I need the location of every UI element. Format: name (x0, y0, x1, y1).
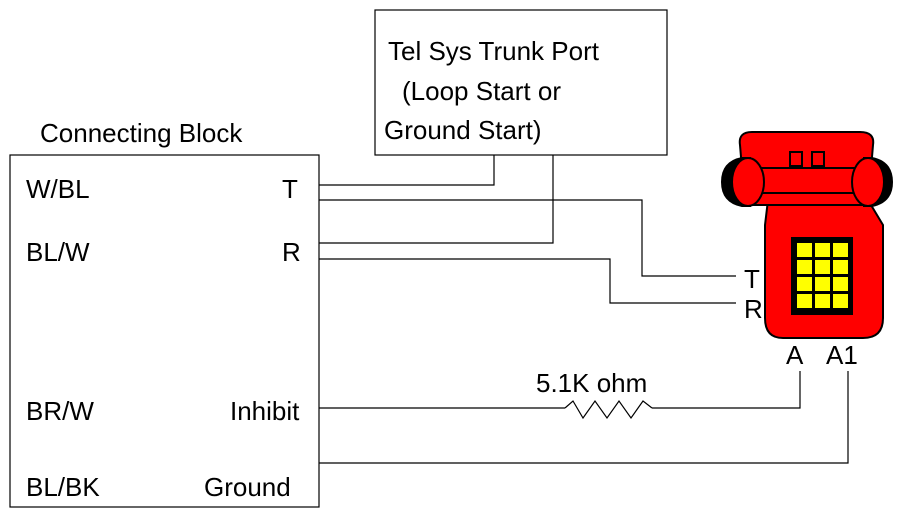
phone-label-a1: A1 (826, 340, 858, 370)
row-blw-color: BL/W (26, 237, 90, 267)
trunk-port-line2: (Loop Start or (402, 76, 561, 106)
phone-earpiece-right-cap (851, 157, 885, 207)
wire-t-trunk (319, 155, 495, 186)
row-brw-color: BR/W (26, 396, 94, 426)
telephone-icon (720, 131, 894, 339)
trunk-port-box (374, 9, 668, 156)
phone-hook-left (789, 151, 803, 167)
trunk-port-title: Tel Sys Trunk Port (388, 36, 600, 66)
resistor-symbol (564, 399, 653, 420)
row-blbk-color: BL/BK (26, 472, 100, 502)
row-wbl-terminal: T (282, 174, 298, 204)
row-blw-terminal: R (282, 237, 301, 267)
phone-keys (797, 243, 848, 308)
resistor-label: 5.1K ohm (536, 368, 647, 398)
connecting-block-box (9, 154, 320, 508)
trunk-port-line3: Ground Start) (384, 115, 542, 145)
phone-label-a: A (786, 340, 804, 370)
wire-ground-a1 (319, 371, 849, 464)
wire-r-phone (319, 258, 736, 304)
row-wbl-color: W/BL (26, 174, 90, 204)
phone-hook-right (811, 151, 825, 167)
phone-label-t: T (744, 264, 760, 294)
wire-r-trunk (319, 155, 554, 244)
wire-resistor-a (652, 371, 801, 409)
wire-t-phone (319, 199, 736, 277)
row-brw-terminal: Inhibit (230, 396, 300, 426)
phone-label-r: R (744, 294, 763, 324)
phone-earpiece-left-cap (731, 157, 765, 207)
row-blbk-terminal: Ground (204, 472, 291, 502)
connecting-block-title: Connecting Block (40, 118, 243, 148)
